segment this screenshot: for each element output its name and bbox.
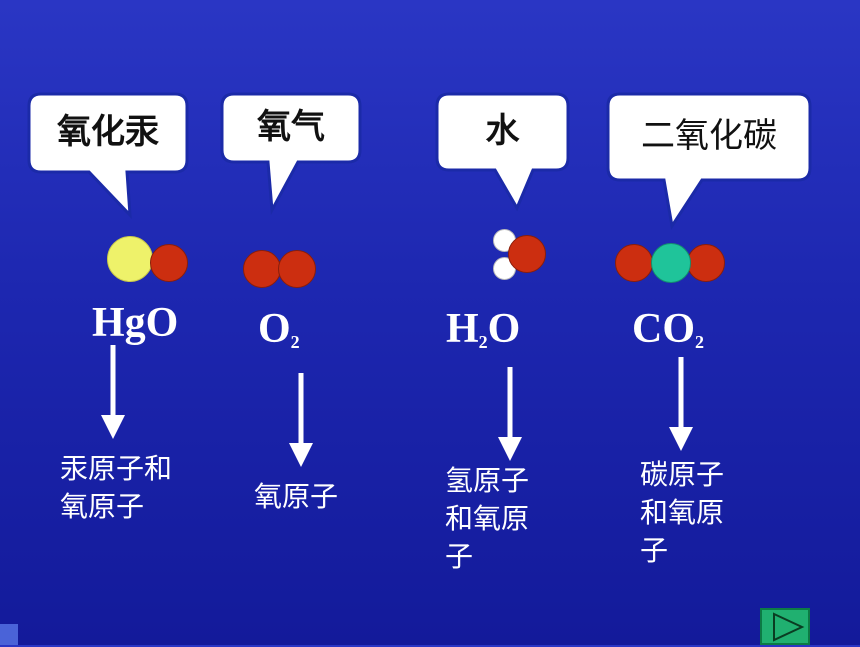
oxygen-atom [508, 235, 546, 273]
play-triangle-icon [773, 612, 805, 642]
callout-bubble-shape [435, 92, 570, 212]
down-arrow-icon [289, 373, 313, 467]
down-arrow-icon [669, 357, 693, 451]
formula-subscript: 2 [290, 332, 300, 352]
formula-hgo: HgO [92, 302, 178, 344]
oxygen-atom [278, 250, 316, 288]
slide-corner-marker [0, 624, 18, 645]
formula-tail: O [487, 306, 521, 352]
description-line: 氧原子 [254, 480, 339, 513]
description-h2o: 氢原子 和氧原 子 [445, 462, 529, 576]
down-arrow-icon [498, 367, 522, 461]
callout-water: 水 [435, 92, 570, 212]
callout-bubble-shape [606, 92, 812, 231]
carbon-atom [651, 243, 691, 283]
formula-o2: O2 [258, 308, 300, 351]
formula-main: HgO [92, 300, 179, 346]
callout-label: 水 [485, 111, 520, 151]
formula-subscript: 2 [478, 332, 488, 352]
callout-label: 氧化汞 [57, 112, 159, 152]
down-arrow-icon [101, 345, 125, 439]
description-o2: 氧原子 [254, 478, 338, 516]
oxygen-atom [150, 244, 188, 282]
callout-bubble-shape [27, 92, 189, 220]
callout-label: 氧气 [257, 107, 325, 147]
description-line: 子 [445, 540, 474, 573]
description-line: 汞原子和 [60, 452, 173, 485]
oxygen-atom [687, 244, 725, 282]
description-line: 碳原子 [640, 458, 725, 491]
callout-bubble-shape [220, 92, 362, 216]
description-line: 氢原子 [445, 464, 530, 497]
callout-label: 二氧化碳 [641, 116, 777, 156]
description-hgo: 汞原子和 氧原子 [60, 450, 172, 526]
callout-carbon-dioxide: 二氧化碳 [606, 92, 812, 231]
formula-main: CO [632, 306, 695, 352]
callout-mercury-oxide: 氧化汞 [27, 92, 189, 220]
oxygen-atom [243, 250, 281, 288]
description-line: 和氧原 [640, 496, 725, 529]
oxygen-atom [615, 244, 653, 282]
callout-oxygen: 氧气 [220, 92, 362, 216]
description-line: 和氧原 [445, 502, 530, 535]
formula-h2o: H2O [446, 308, 520, 351]
formula-main: H [446, 306, 479, 352]
description-line: 氧原子 [60, 490, 145, 523]
formula-co2: CO2 [632, 308, 704, 351]
description-co2: 碳原子 和氧原 子 [640, 456, 724, 570]
next-slide-button[interactable] [760, 608, 810, 645]
formula-subscript: 2 [695, 332, 704, 352]
mercury-atom [107, 236, 153, 282]
formula-main: O [258, 306, 291, 352]
description-line: 子 [640, 534, 669, 567]
